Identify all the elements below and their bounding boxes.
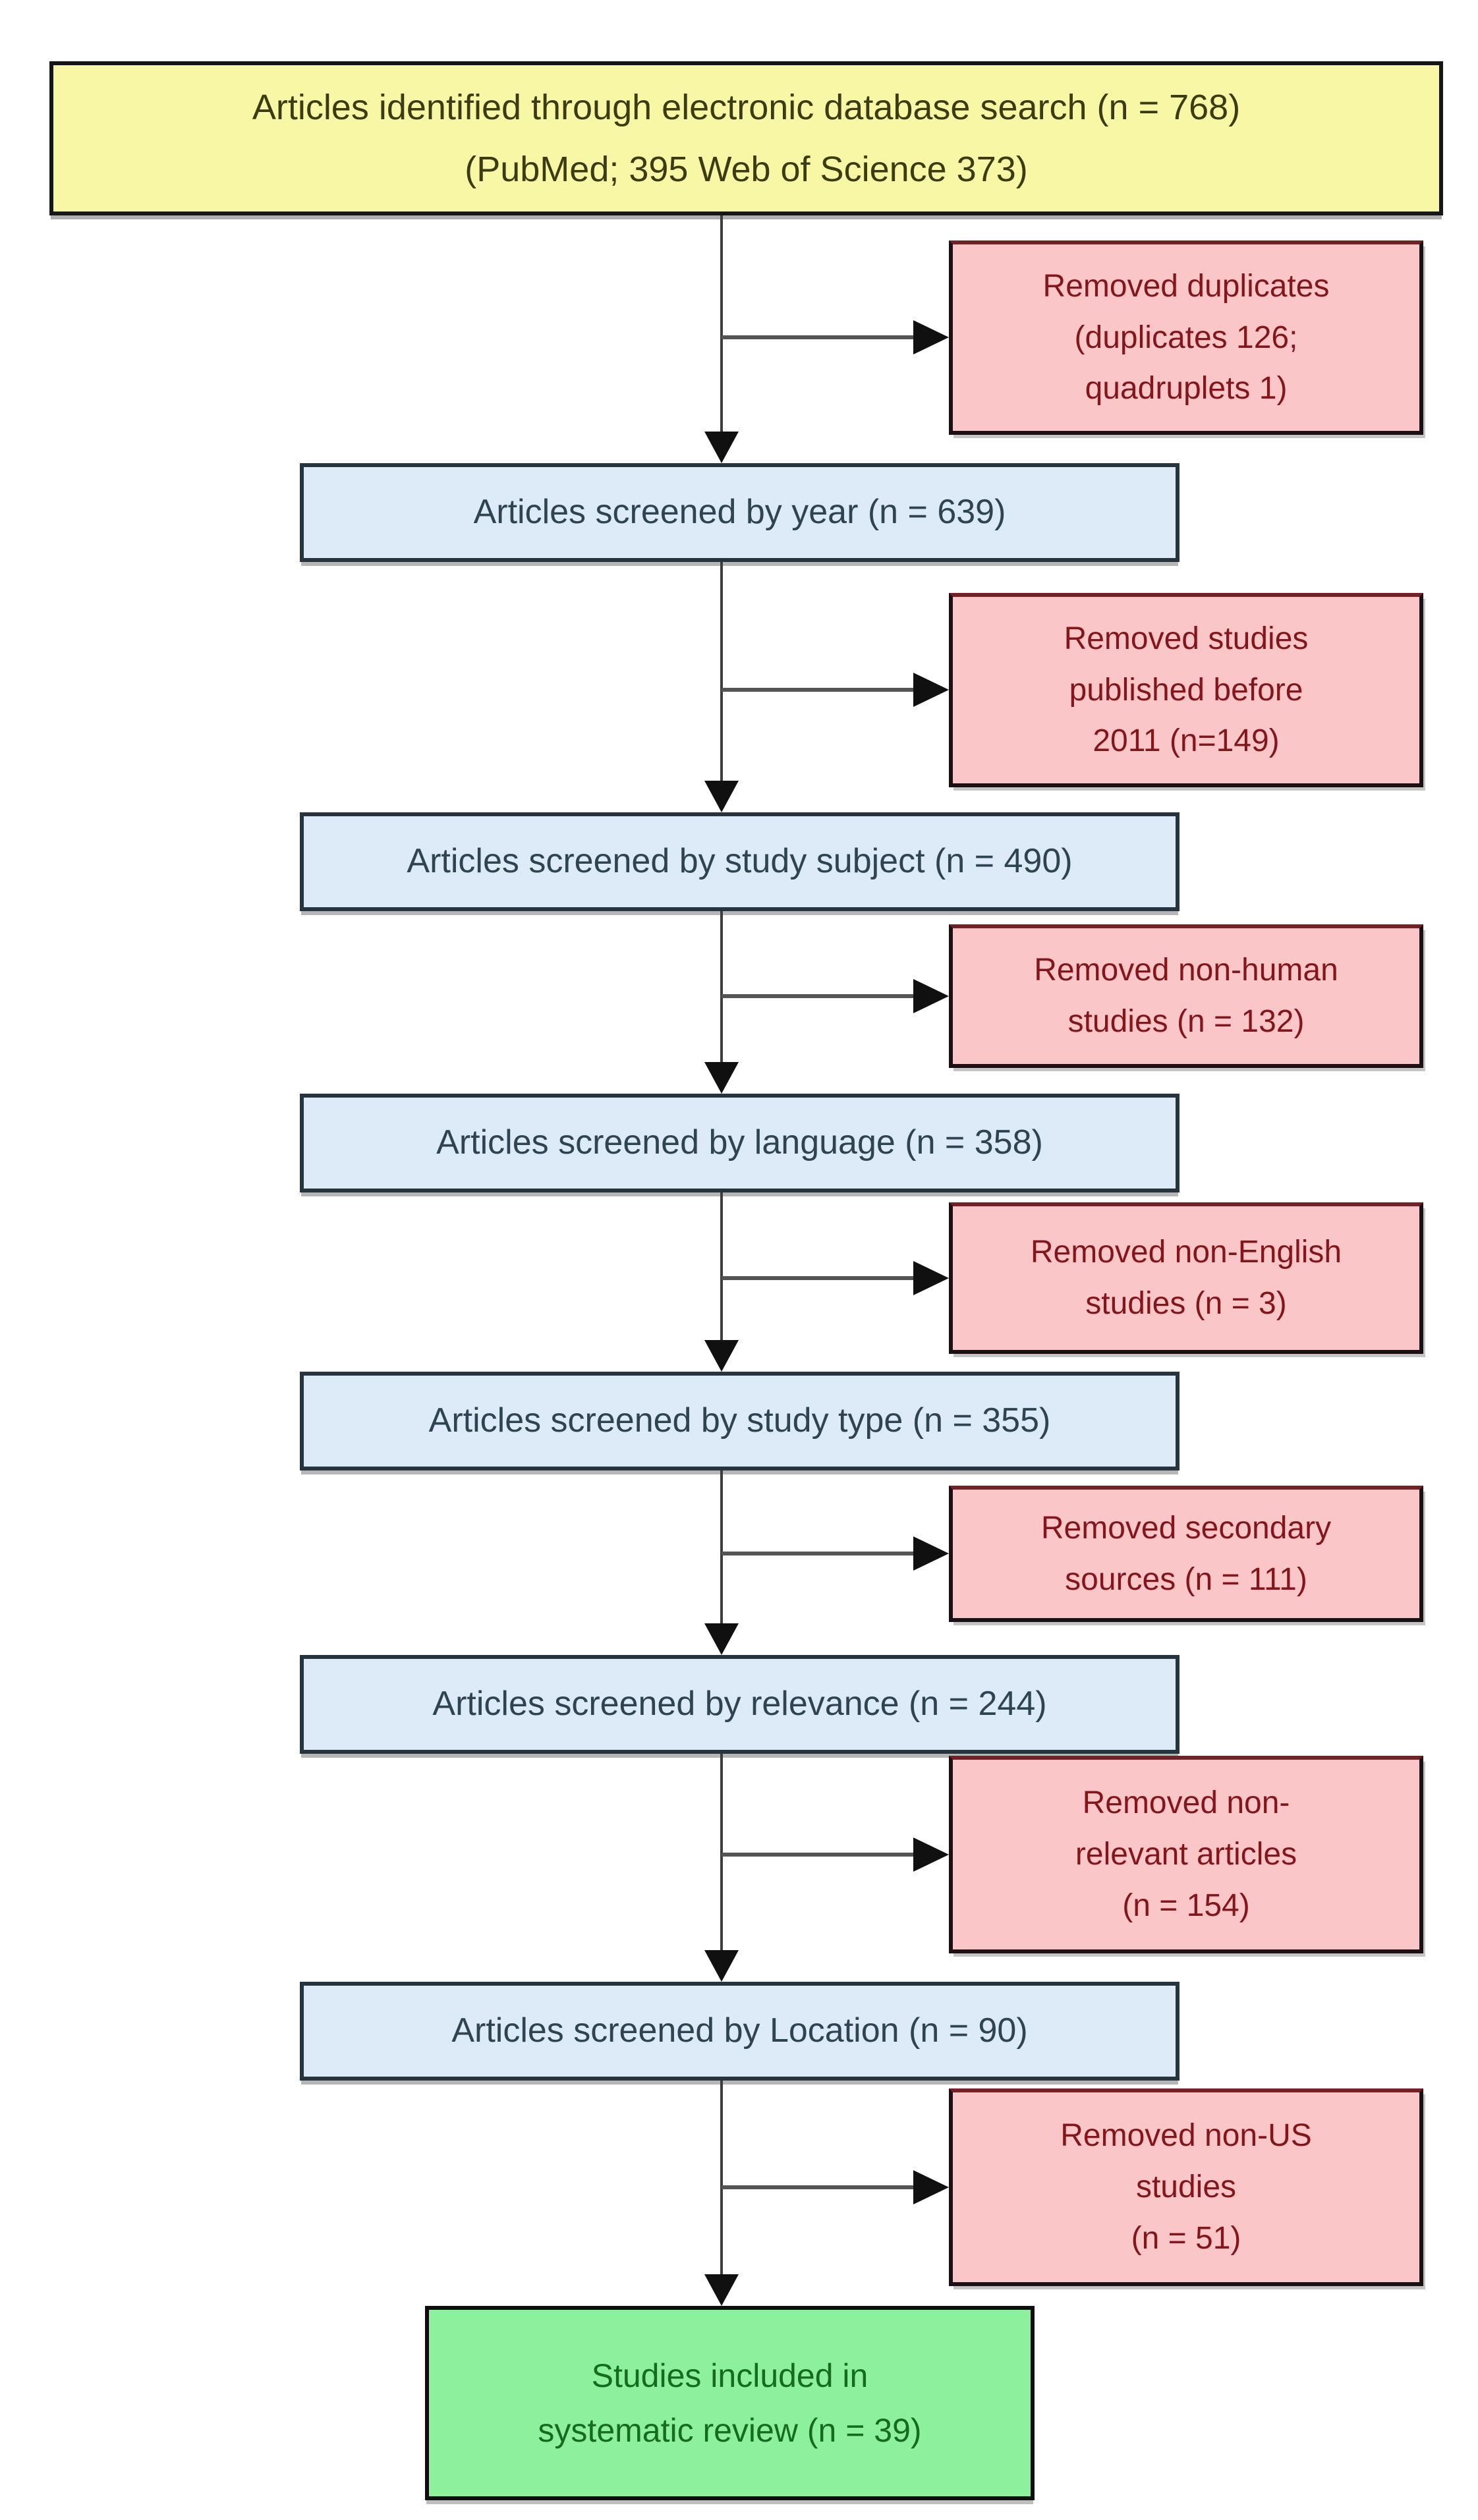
screen-node-relevance: Articles screened by relevance (n = 244): [300, 1655, 1180, 1754]
arrow-down-icon: [704, 1340, 739, 1372]
removal-node-non-relevant: Removed non- relevant articles (n = 154): [949, 1756, 1423, 1953]
arrow-down-icon: [704, 1950, 739, 1982]
screen-label: Articles screened by study type (n = 355…: [428, 1401, 1051, 1440]
arrow-down-icon: [704, 1062, 739, 1094]
removal-line: Removed non-human: [1034, 953, 1338, 988]
screen-label: Articles screened by relevance (n = 244): [432, 1685, 1047, 1723]
screen-node-study-type: Articles screened by study type (n = 355…: [300, 1372, 1180, 1470]
arrow-right-icon: [913, 979, 949, 1013]
connector-line-down-2: [720, 562, 723, 781]
connector-line-down-3: [720, 911, 723, 1062]
screen-label: Articles screened by year (n = 639): [473, 493, 1006, 532]
screen-node-language: Articles screened by language (n = 358): [300, 1094, 1180, 1192]
identification-line-2: (PubMed; 395 Web of Science 373): [465, 150, 1028, 189]
connector-line-branch-4: [722, 1276, 913, 1280]
removal-node-non-human: Removed non-human studies (n = 132): [949, 924, 1423, 1068]
arrow-right-icon: [913, 2170, 949, 2204]
arrow-right-icon: [913, 1261, 949, 1295]
identification-line-1: Articles identified through electronic d…: [252, 87, 1241, 127]
arrow-down-icon: [704, 1623, 739, 1655]
screen-node-year: Articles screened by year (n = 639): [300, 463, 1180, 562]
arrow-right-icon: [913, 320, 949, 354]
screen-label: Articles screened by Location (n = 90): [451, 2011, 1028, 2050]
removal-node-secondary-sources: Removed secondary sources (n = 111): [949, 1486, 1423, 1622]
removal-line: Removed non-US: [1060, 2118, 1312, 2154]
arrow-down-icon: [704, 781, 739, 812]
included-line-2: systematic review (n = 39): [538, 2411, 922, 2449]
connector-line-branch-1: [722, 335, 913, 339]
removal-line: Removed duplicates: [1042, 268, 1330, 304]
included-line-1: Studies included in: [591, 2357, 868, 2394]
connector-line-branch-7: [722, 2185, 913, 2189]
removal-line: 2011 (n=149): [1093, 723, 1280, 759]
connector-line-branch-5: [722, 1552, 913, 1555]
arrow-down-icon: [704, 432, 739, 463]
arrow-right-icon: [913, 1536, 949, 1571]
connector-line-branch-2: [722, 688, 913, 692]
screen-label: Articles screened by language (n = 358): [436, 1123, 1043, 1162]
removal-node-non-us: Removed non-US studies (n = 51): [949, 2088, 1423, 2286]
removal-line: sources (n = 111): [1065, 1561, 1307, 1597]
removal-line: published before: [1069, 672, 1303, 708]
removal-line: Removed non-: [1082, 1785, 1290, 1821]
removal-line: quadruplets 1): [1085, 371, 1288, 406]
connector-line-down-7: [720, 2081, 723, 2274]
removal-line: studies (n = 132): [1067, 1004, 1305, 1039]
screen-label: Articles screened by study subject (n = …: [407, 842, 1073, 881]
removal-line: relevant articles: [1075, 1837, 1297, 1872]
connector-line-down-4: [720, 1192, 723, 1340]
connector-line-down-6: [720, 1754, 723, 1950]
removal-line: (duplicates 126;: [1074, 320, 1298, 355]
removal-line: (n = 51): [1131, 2220, 1241, 2256]
screen-node-location: Articles screened by Location (n = 90): [300, 1982, 1180, 2081]
connector-line-down-5: [720, 1470, 723, 1623]
arrow-right-icon: [913, 1837, 949, 1872]
removal-line: Removed non-English: [1030, 1235, 1342, 1270]
connector-line-down-1: [720, 215, 723, 432]
connector-line-branch-3: [722, 994, 913, 998]
removal-line: studies (n = 3): [1085, 1286, 1287, 1321]
screen-node-study-subject: Articles screened by study subject (n = …: [300, 812, 1180, 911]
arrow-right-icon: [913, 673, 949, 707]
removal-node-duplicates: Removed duplicates (duplicates 126; quad…: [949, 240, 1423, 435]
removal-node-before-2011: Removed studies published before 2011 (n…: [949, 593, 1423, 787]
arrow-down-icon: [704, 2274, 739, 2306]
removal-line: Removed secondary: [1040, 1510, 1332, 1546]
included-node: Studies included in systematic review (n…: [425, 2306, 1035, 2500]
removal-line: studies: [1135, 2170, 1237, 2205]
removal-line: Removed studies: [1064, 621, 1309, 656]
identification-node: Articles identified through electronic d…: [49, 61, 1443, 215]
removal-line: (n = 154): [1122, 1888, 1250, 1923]
removal-node-non-english: Removed non-English studies (n = 3): [949, 1202, 1423, 1354]
connector-line-branch-6: [722, 1853, 913, 1857]
